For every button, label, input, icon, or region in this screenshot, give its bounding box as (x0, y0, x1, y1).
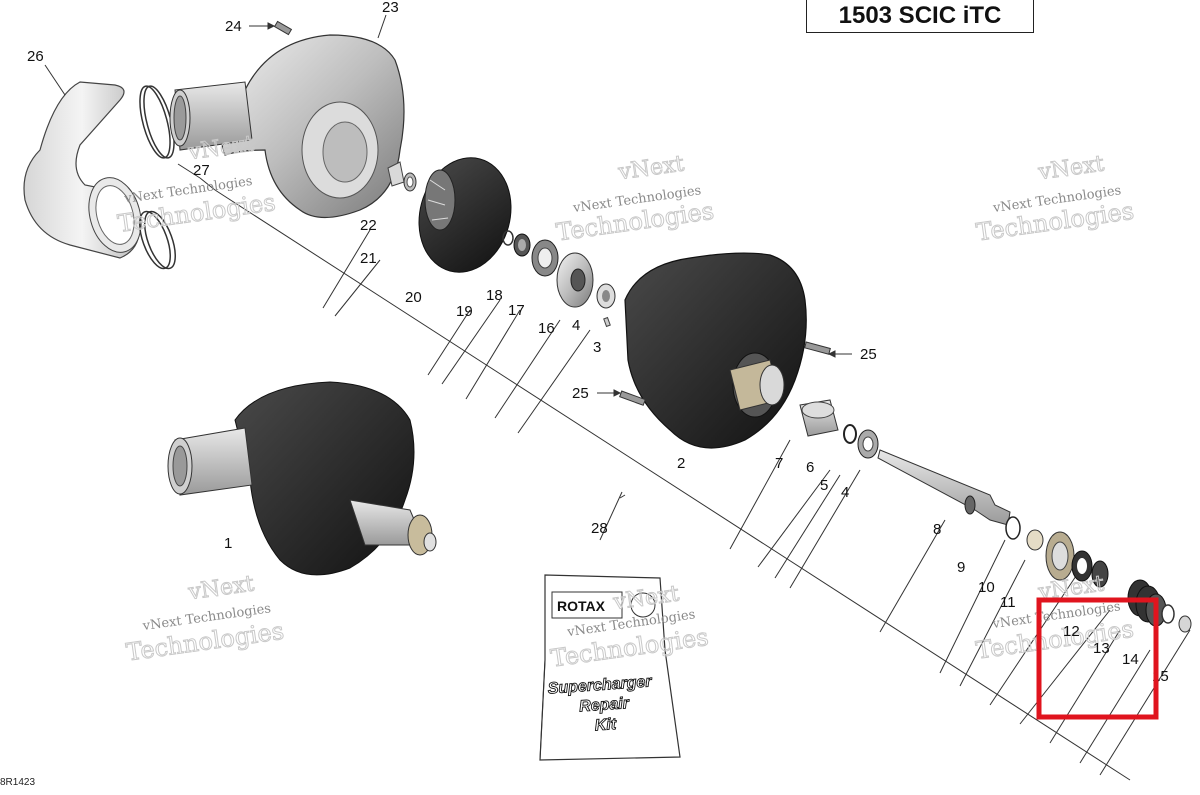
callout-21: 21 (360, 250, 377, 267)
hose-26 (23, 81, 142, 259)
callout-17: 17 (508, 302, 525, 319)
callout-2: 2 (677, 455, 685, 472)
impeller-20 (418, 157, 512, 273)
watermark-4: vNext vNext Technologies Technologies (124, 571, 286, 667)
callout-28: 28 (591, 520, 608, 537)
callout-1: 1 (224, 535, 232, 552)
svg-text:vNext: vNext (186, 571, 256, 605)
oring-6 (843, 424, 857, 444)
callout-7: 7 (775, 455, 783, 472)
callout-11: 11 (1000, 594, 1016, 611)
spacer-18 (513, 233, 531, 257)
callout-27: 27 (193, 162, 210, 179)
screw-24 (273, 20, 293, 36)
leader-arrows (44, 14, 852, 397)
highlight-box (1036, 597, 1159, 720)
callout-8: 8 (933, 521, 941, 538)
bearing-17 (531, 239, 559, 277)
oring-19 (502, 230, 514, 246)
callout-14: 14 (1122, 651, 1139, 668)
callout-24: 24 (225, 18, 242, 35)
washer-4a (596, 283, 616, 309)
bearing-5 (857, 429, 879, 459)
nut-21 (403, 172, 417, 192)
callout-10: 10 (978, 579, 995, 596)
callout-25a: 25 (860, 346, 877, 363)
shaft-8 (877, 449, 1011, 526)
callout-20: 20 (405, 289, 422, 306)
svg-text:vNext: vNext (616, 151, 686, 185)
model-title: 1503 SCIC iTC (806, 0, 1034, 33)
callout-22: 22 (360, 217, 377, 234)
callout-12: 12 (1063, 623, 1080, 640)
callout-26: 26 (27, 48, 44, 65)
washer-9 (1005, 516, 1021, 540)
reference-line (177, 163, 1191, 781)
callout-18: 18 (486, 287, 503, 304)
supercharger-assembly-1 (167, 381, 437, 576)
callout-23: 23 (382, 0, 399, 16)
callout-4b: 4 (841, 484, 849, 501)
bushing-15 (1178, 615, 1192, 633)
bushing-10 (1026, 529, 1044, 551)
sleeve-7 (799, 399, 839, 437)
callout-4a: 4 (572, 317, 580, 334)
washer-14 (1161, 604, 1175, 624)
repair-kit-booklet-28 (539, 574, 681, 761)
clamp-27 (139, 85, 176, 270)
callout-19: 19 (456, 303, 473, 320)
gear-11 (1045, 531, 1075, 581)
seal-16 (556, 252, 594, 308)
screw-25a (804, 341, 831, 355)
supercharger-cover-23 (169, 34, 405, 219)
callout-13: 13 (1093, 640, 1110, 657)
housing-2 (624, 252, 807, 449)
watermark-3: vNext vNext Technologies Technologies (974, 151, 1136, 247)
watermark-6: vNext vNext Technologies Technologies (974, 571, 1136, 665)
callout-9: 9 (957, 559, 965, 576)
diagram-id: 8R1423 (0, 777, 36, 788)
screw-25b (619, 390, 646, 406)
booklet-title-2: Repair (579, 695, 631, 715)
watermark-2: vNext vNext Technologies Technologies (554, 151, 716, 247)
callout-16: 16 (538, 320, 555, 337)
callout-3: 3 (593, 339, 601, 356)
washer-12 (1071, 550, 1093, 582)
callout-5: 5 (820, 477, 828, 494)
callout-6: 6 (806, 459, 814, 476)
svg-text:vNext: vNext (1036, 151, 1106, 185)
callout-25b: 25 (572, 385, 589, 402)
booklet-brand: ROTAX (557, 598, 606, 614)
watermark-1: vNext vNext Technologies Technologies (115, 131, 277, 238)
pin-3 (603, 316, 611, 328)
booklet-title-3: Kit (594, 716, 617, 734)
